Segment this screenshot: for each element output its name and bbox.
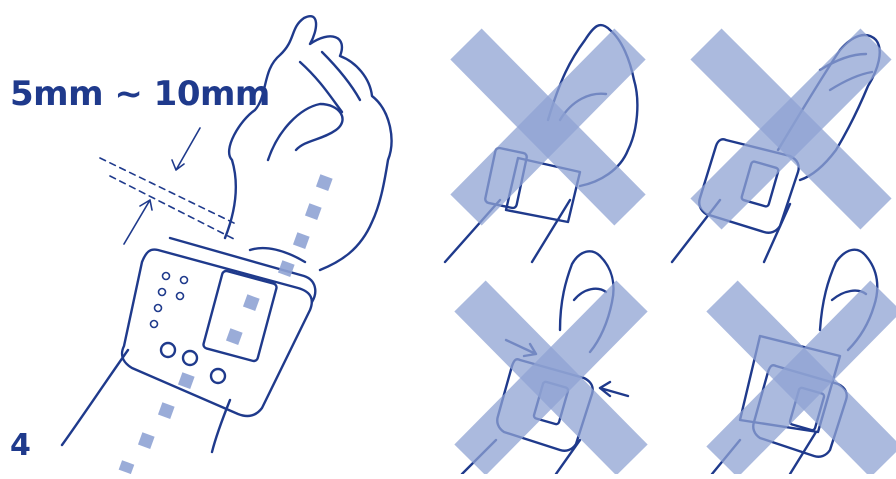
- wrong-over-clothing-panel: [712, 250, 886, 474]
- wrong-hand-position-panel: [672, 35, 880, 262]
- wrong-cuff-position-panel: [445, 25, 637, 262]
- axis-dash: [158, 402, 175, 419]
- monitor-buttons: [151, 273, 226, 384]
- squeeze-arrow-right: [600, 382, 628, 396]
- indicator-dot: [163, 273, 170, 280]
- page-number: 4: [10, 428, 31, 463]
- axis-dash: [226, 328, 243, 345]
- indicator-dot: [177, 293, 184, 300]
- wrist-crease: [250, 248, 305, 262]
- measure-line-upper: [100, 158, 238, 225]
- forearm-outline-left: [62, 350, 128, 445]
- axis-dash: [278, 260, 295, 277]
- indicator-dot: [155, 305, 162, 312]
- monitor-button: [211, 369, 225, 383]
- axis-dash: [293, 232, 310, 249]
- monitor-screen: [203, 270, 278, 362]
- axis-dash: [138, 432, 155, 449]
- axis-dash: [305, 203, 322, 220]
- measure-arrow-bottom: [124, 200, 152, 244]
- monitor-button: [161, 343, 175, 357]
- thumb-outline: [268, 104, 343, 160]
- monitor-cuff-edge: [170, 238, 315, 302]
- indicator-dot: [159, 289, 166, 296]
- measure-arrow-top: [172, 128, 200, 170]
- axis-dash: [243, 294, 260, 311]
- indicator-dot: [181, 277, 188, 284]
- axis-dash: [316, 174, 333, 191]
- measure-line-lower: [110, 176, 236, 240]
- wrong-cuff-tightness-panel: [462, 251, 632, 474]
- measurement-label: 5mm ~ 10mm: [10, 74, 270, 114]
- monitor-button: [183, 351, 197, 365]
- axis-dash: [178, 372, 195, 389]
- indicator-dot: [151, 321, 158, 328]
- axis-dash: [119, 460, 135, 474]
